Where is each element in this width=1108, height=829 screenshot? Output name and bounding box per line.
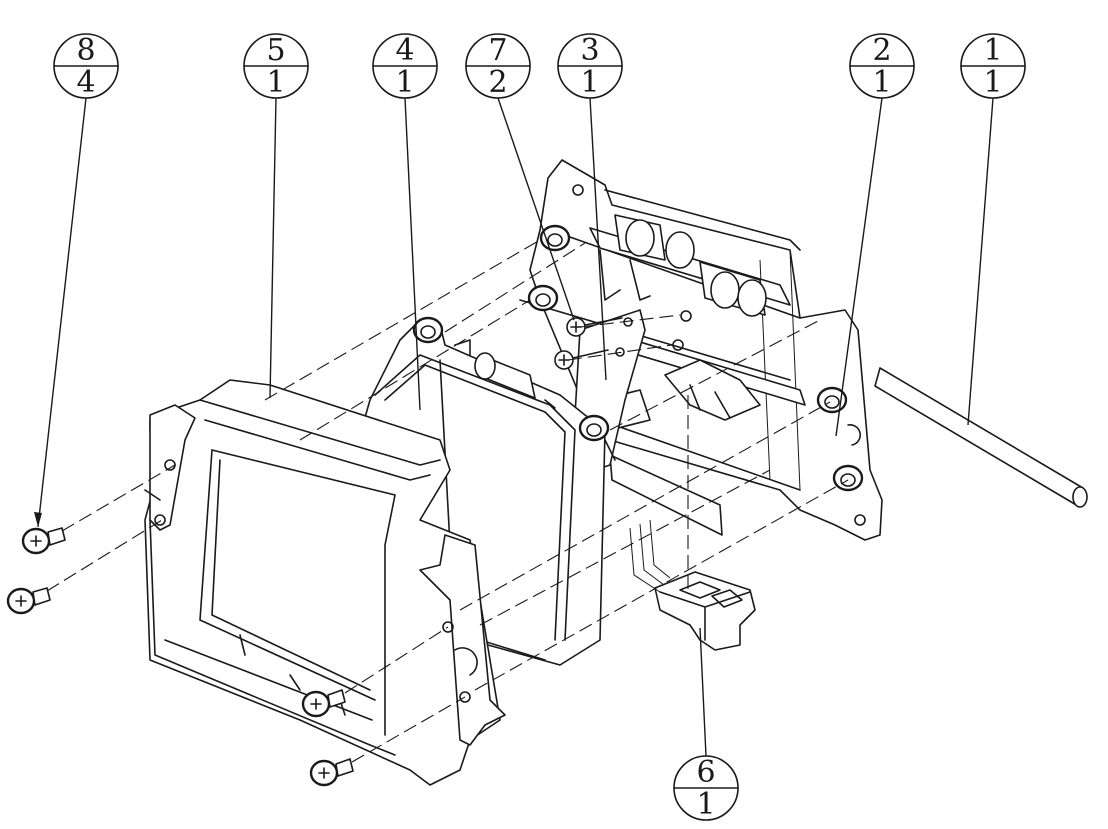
part-8-front-screws	[6, 527, 354, 787]
balloon-item-7: 7 2	[465, 33, 531, 100]
balloon-item-6: 6 1	[673, 755, 739, 822]
screw-1	[21, 527, 66, 555]
balloon-item-quantity: 2	[488, 65, 507, 100]
balloon-item-number: 7	[488, 33, 507, 68]
leader-lines	[34, 97, 994, 757]
balloon-item-quantity: 1	[696, 787, 715, 822]
balloon-item-4: 4 1	[372, 33, 438, 100]
balloon-item-quantity: 1	[983, 65, 1002, 100]
part-5-front-frame	[144, 379, 506, 786]
balloon-item-5: 5 1	[243, 33, 309, 100]
balloon-item-1: 1 1	[960, 33, 1026, 100]
balloon-item-quantity: 1	[580, 65, 599, 100]
balloon-item-number: 3	[580, 33, 599, 68]
balloon-item-number: 4	[395, 33, 414, 68]
part-1-rod	[874, 367, 1088, 508]
balloon-item-quantity: 1	[395, 65, 414, 100]
balloon-item-number: 5	[266, 33, 285, 68]
balloon-item-number: 6	[696, 755, 715, 790]
screw-2	[6, 587, 51, 615]
balloon-item-3: 3 1	[557, 33, 623, 100]
assembly-dashed-lines	[46, 239, 849, 763]
balloon-item-number: 8	[76, 33, 95, 68]
screw-4	[309, 758, 354, 787]
screw-3	[301, 689, 346, 718]
balloon-item-quantity: 4	[76, 65, 95, 100]
part-6-connector	[629, 519, 756, 651]
balloon-item-number: 1	[983, 33, 1002, 68]
balloon-item-number: 2	[872, 33, 891, 68]
balloon-item-quantity: 1	[266, 65, 285, 100]
part-2-chassis-plate	[519, 159, 883, 541]
balloon-item-8: 8 4	[53, 33, 119, 100]
part-7-small-screws	[554, 317, 623, 370]
balloon-item-quantity: 1	[872, 65, 891, 100]
balloon-item-2: 2 1	[849, 33, 915, 100]
